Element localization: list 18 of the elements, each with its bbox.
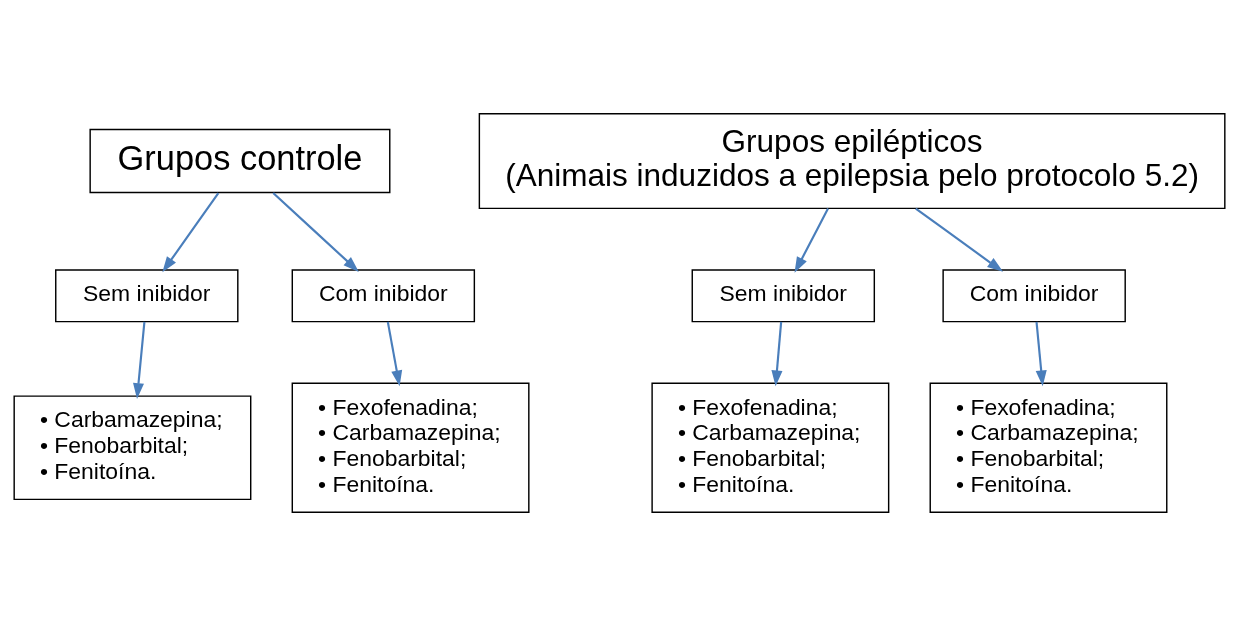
arrow [133,321,146,399]
arrow [272,192,359,272]
arrow [915,207,1004,272]
node-box: Sem inibidor [55,269,239,323]
arrow [1035,321,1047,387]
node-box: • Carbamazepina; • Fenobarbital; • Fenitoína. [13,395,252,501]
node-box: Com inibidor [291,269,476,323]
node-box: • Fexofenadina; • Carbamazepina; • Fenobarbital; • Fenitoína. [929,382,1168,513]
arrow [794,208,829,273]
node-box: Grupos controle [89,128,391,194]
node-box: Sem inibidor [691,269,876,323]
arrow [386,321,403,387]
arrow [771,321,783,387]
node-box: • Fexofenadina; • Carbamazepina; • Fenobarbital; • Fenitoína. [291,382,530,513]
arrow [162,192,220,273]
node-box: Grupos epilépticos (Animais induzidos a epilepsia pelo protocolo 5.2) [478,113,1226,210]
node-box: • Fexofenadina; • Carbamazepina; • Fenobarbital; • Fenitoína. [651,382,890,513]
node-box: Com inibidor [942,269,1126,323]
